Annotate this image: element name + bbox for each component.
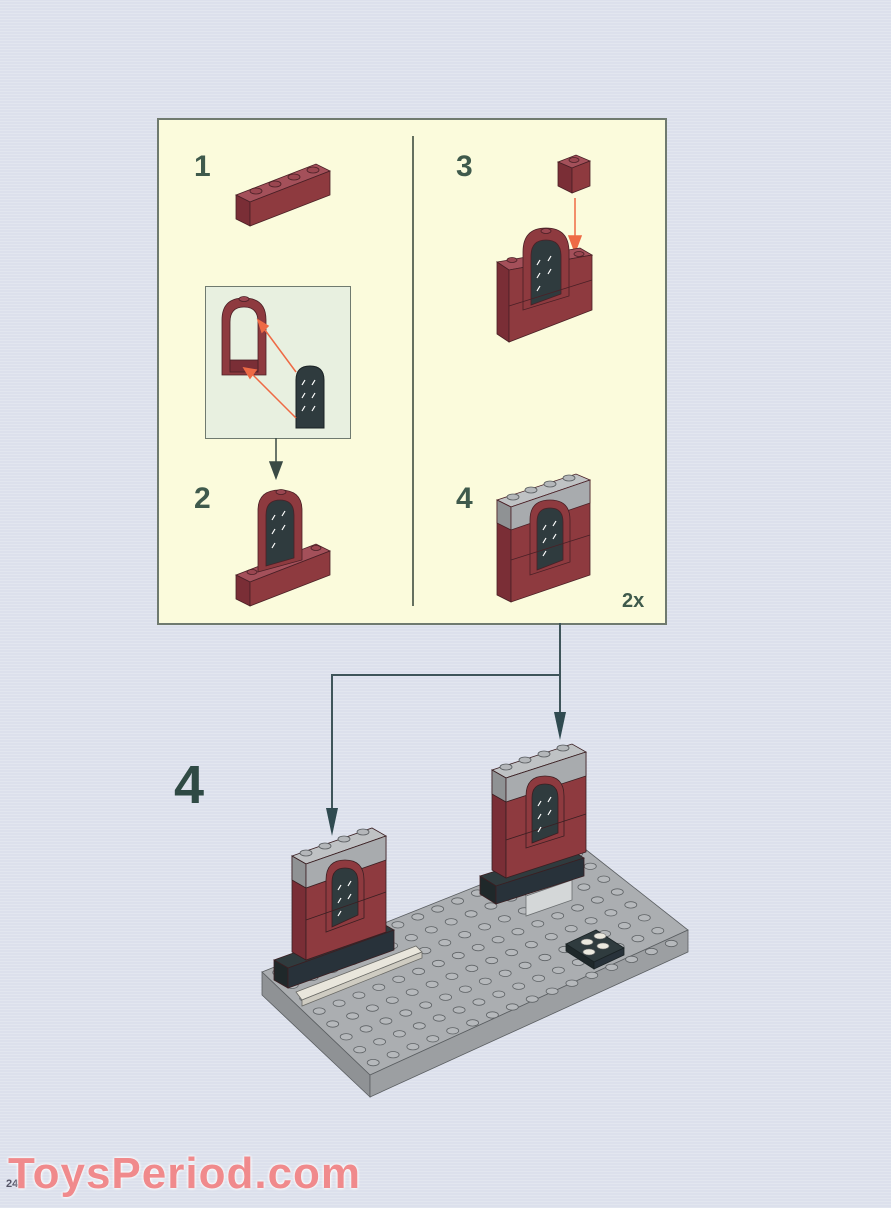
page-number: 24 <box>6 1178 19 1190</box>
step-2-number: 2 <box>194 482 211 515</box>
step-3-number: 3 <box>456 150 473 183</box>
watermark: ToysPeriod.com <box>8 1149 362 1198</box>
panel-divider <box>412 136 414 606</box>
multiplier-label: 2x <box>622 590 645 612</box>
step-4-number: 4 <box>456 482 473 515</box>
step-1-number: 1 <box>194 150 211 183</box>
main-step-number: 4 <box>174 755 205 815</box>
